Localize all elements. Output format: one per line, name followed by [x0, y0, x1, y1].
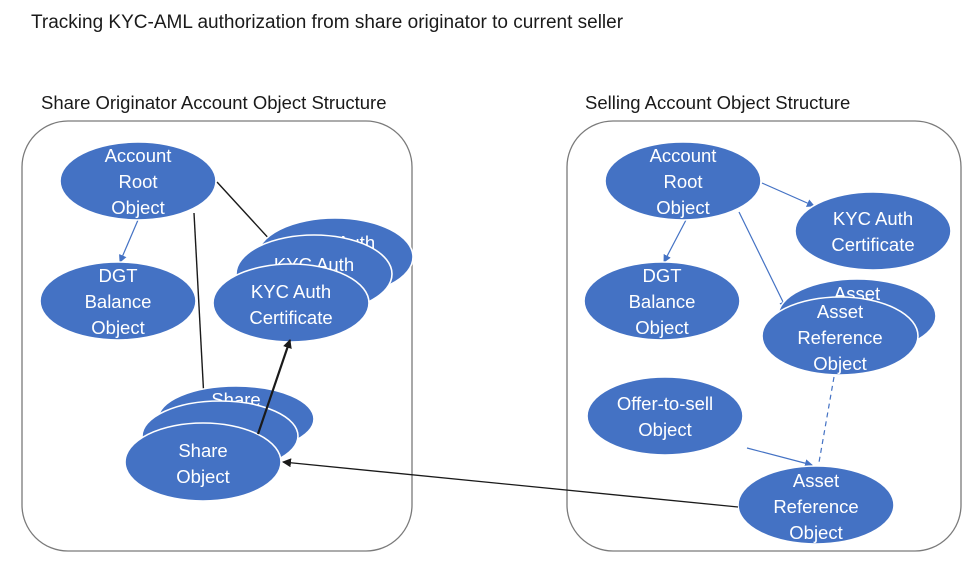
right-panel-title: Selling Account Object Structure: [585, 92, 850, 113]
edge-root-to-dgt-right: [663, 219, 687, 263]
edge-root-to-dgt-left: [119, 219, 139, 263]
diagram-title: Tracking KYC-AML authorization from shar…: [31, 12, 624, 33]
share-object-node: [124, 422, 282, 502]
offer-line1: Offer-to-sell: [617, 393, 713, 414]
share-object-line2: Object: [176, 466, 229, 487]
share-stack-left: Share Share Object: [124, 385, 315, 502]
edge-asset-to-share-cross: [282, 458, 739, 508]
offer-line2: Object: [638, 419, 691, 440]
kyc-auth-left-line1: KYC Auth: [251, 281, 331, 302]
account-root-right-line3: Object: [656, 197, 709, 218]
left-panel-title: Share Originator Account Object Structur…: [41, 92, 387, 113]
dgt-balance-node-left: DGT Balance Object: [39, 261, 197, 341]
asset-reference-node-lower: Asset Reference Object: [737, 465, 895, 545]
dgt-balance-node-right: DGT Balance Object: [583, 261, 741, 341]
account-root-left-line2: Root: [118, 171, 157, 192]
kyc-auth-certificate-node-right: KYC Auth Certificate: [794, 191, 952, 271]
account-root-right-line2: Root: [663, 171, 702, 192]
account-root-left-line3: Object: [111, 197, 164, 218]
kyc-auth-right-line1: KYC Auth: [833, 208, 913, 229]
offer-to-sell-node: Offer-to-sell Object: [586, 376, 744, 456]
dgt-balance-left-line2: Balance: [85, 291, 152, 312]
account-root-right-line1: Account: [650, 145, 717, 166]
edge-root-to-kyc-right: [761, 182, 815, 207]
kyc-auth-certificate-node-left: [212, 263, 370, 343]
edge-offer-to-asset: [746, 447, 813, 468]
dgt-balance-right-line2: Balance: [629, 291, 696, 312]
edge-asset-dashed-link: [817, 376, 835, 469]
edge-share-to-kyc: [256, 339, 292, 435]
asset-lower-line1: Asset: [793, 470, 839, 491]
edge-root-to-asset-right: [738, 211, 787, 309]
asset-upper-line1: Asset: [817, 301, 863, 322]
dgt-balance-right-line3: Object: [635, 317, 688, 338]
kyc-auth-right-line2: Certificate: [831, 234, 914, 255]
asset-reference-stack-right: Asset Asset Reference Object: [761, 278, 937, 376]
dgt-balance-left-line3: Object: [91, 317, 144, 338]
asset-lower-line3: Object: [789, 522, 842, 543]
account-root-left-line1: Account: [105, 145, 172, 166]
account-root-node-right: Account Root Object: [604, 141, 762, 221]
share-object-line1: Share: [178, 440, 227, 461]
account-root-node-left: Account Root Object: [59, 141, 217, 221]
asset-reference-node-upper: [761, 296, 919, 376]
left-panel-border: [21, 120, 413, 552]
kyc-auth-stack-left: KYC Auth KYC Auth KYC Auth Certificate: [212, 217, 414, 343]
kyc-auth-left-line2: Certificate: [249, 307, 332, 328]
asset-upper-line3: Object: [813, 353, 866, 374]
edge-root-to-share: [193, 212, 210, 419]
asset-lower-line2: Reference: [773, 496, 858, 517]
dgt-balance-right-line1: DGT: [642, 265, 681, 286]
right-panel-border: [566, 120, 962, 552]
asset-upper-line2: Reference: [797, 327, 882, 348]
dgt-balance-left-line1: DGT: [98, 265, 137, 286]
